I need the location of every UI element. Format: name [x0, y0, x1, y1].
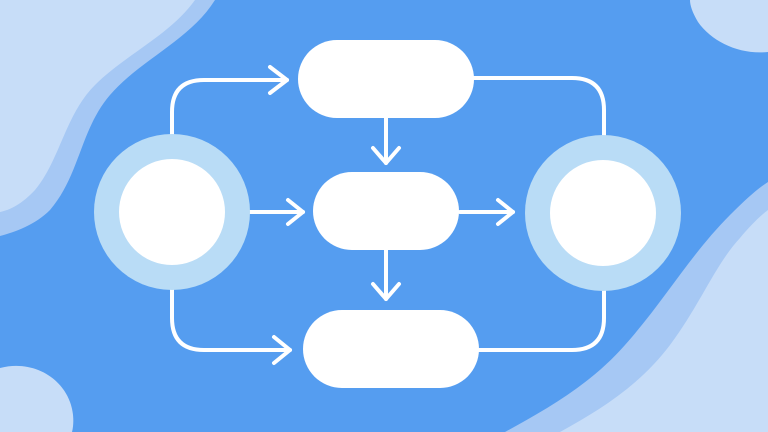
node-middle: [313, 172, 459, 250]
arrowhead-start-to-middle: [286, 198, 305, 226]
node-start: [94, 134, 250, 290]
arrowhead-middle-to-bottom: [371, 282, 401, 301]
blob-bottom-right-inner: [560, 210, 768, 432]
arrowhead-start-to-bottom: [272, 335, 292, 365]
blob-top-left-inner: [0, 0, 195, 212]
edge-bottom-to-end: [476, 288, 606, 352]
nodes: [94, 40, 681, 388]
node-top: [298, 40, 474, 118]
edge-start-to-bottom: [170, 288, 292, 352]
blob-top-right: [690, 0, 768, 53]
node-bottom: [303, 310, 479, 388]
node-end-core: [550, 160, 656, 266]
node-start-core: [119, 159, 225, 265]
arrowhead-middle-to-end: [496, 198, 515, 226]
connectors: [170, 65, 606, 365]
arrowhead-start-to-top: [268, 65, 289, 95]
edge-start-to-top: [170, 78, 289, 137]
blob-bottom-left: [0, 365, 74, 432]
node-end: [525, 135, 681, 291]
edge-top-to-end: [470, 76, 606, 139]
arrowhead-top-to-middle: [371, 146, 401, 165]
